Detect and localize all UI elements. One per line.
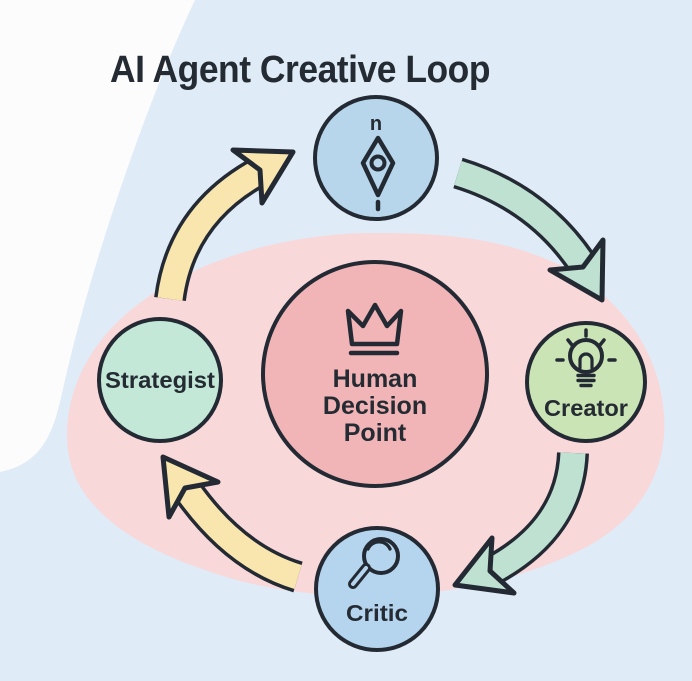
- arrow-shaft: [157, 158, 269, 301]
- compass-node: n: [313, 95, 439, 221]
- critic-node: Critic: [314, 526, 440, 652]
- center-circle: [261, 260, 489, 488]
- arrow-shaft: [486, 452, 586, 581]
- critic-label: Critic: [346, 600, 408, 626]
- arrow-shaft: [454, 161, 596, 275]
- arrow-critic-to-strategist: [160, 454, 303, 593]
- page-title: AI Agent Creative Loop: [110, 49, 490, 91]
- arrow-shaft: [176, 482, 302, 589]
- lightbulb-icon: [555, 328, 617, 388]
- strategist-label: Strategist: [105, 367, 215, 393]
- arrow-head-icon: [230, 147, 296, 206]
- critic-circle: [314, 526, 440, 652]
- crown-icon: [345, 302, 404, 356]
- magnifier-lens: [362, 537, 400, 575]
- bulb-filament: [578, 352, 594, 370]
- arrow-creator-to-critic: [452, 451, 589, 596]
- center-label-line1: Human: [333, 365, 418, 393]
- center-label-line2: Decision: [323, 392, 427, 420]
- arrow-head-icon: [452, 535, 517, 596]
- compass-north-marker: n: [370, 113, 382, 135]
- bulb-rays: [555, 328, 617, 362]
- magnifier-handle: [351, 566, 368, 586]
- compass-icon: n: [360, 113, 396, 212]
- bulb-base: [576, 373, 596, 388]
- center-label-line3: Point: [344, 419, 407, 447]
- crown-shape: [345, 302, 404, 347]
- strategist-node: Strategist: [97, 317, 223, 443]
- magnifier-icon: [348, 537, 400, 589]
- bulb-glass: [568, 338, 604, 374]
- center-node-human-decision-point: Human Decision Point: [261, 260, 489, 488]
- compass-pivot: [369, 154, 387, 172]
- arrow-head-icon: [547, 237, 606, 303]
- arrow-compass-to-creator: [453, 157, 606, 303]
- magnifier-highlight: [366, 540, 392, 551]
- compass-needle: [360, 135, 396, 198]
- arrow-head-icon: [160, 454, 221, 520]
- creator-node: Creator: [525, 321, 647, 443]
- creator-label: Creator: [544, 395, 628, 421]
- arrow-strategist-to-compass: [154, 147, 296, 302]
- strategist-circle: [97, 317, 223, 443]
